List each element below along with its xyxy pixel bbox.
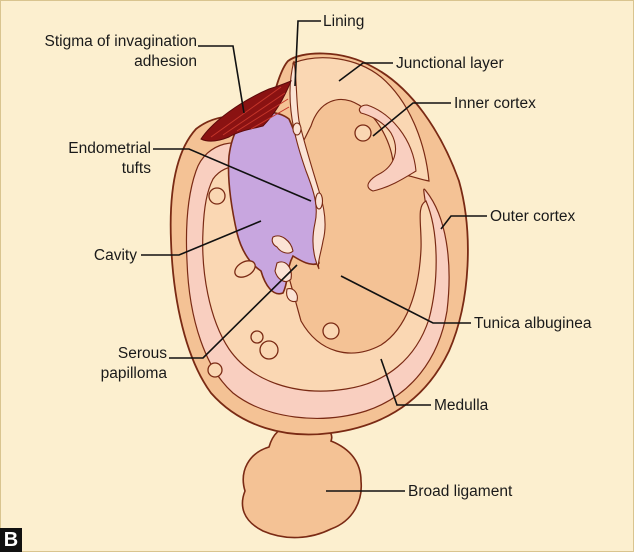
label-stigma-line2: adhesion xyxy=(134,53,197,70)
label-cavity: Cavity xyxy=(94,247,137,264)
broad-ligament-shape xyxy=(242,424,361,538)
label-serous-line2: papilloma xyxy=(101,365,168,382)
label-inner-cortex: Inner cortex xyxy=(454,95,536,112)
label-endometrial-line1: Endometrial xyxy=(68,140,151,157)
label-junctional-layer: Junctional layer xyxy=(396,55,504,72)
label-broad-ligament: Broad ligament xyxy=(408,483,513,500)
label-tunica-albuginea: Tunica albuginea xyxy=(474,315,592,332)
panel-letter-badge: B xyxy=(0,528,22,552)
label-lining: Lining xyxy=(323,13,364,30)
label-serous-line1: Serous xyxy=(118,345,167,362)
label-medulla: Medulla xyxy=(434,397,489,414)
label-outer-cortex: Outer cortex xyxy=(490,208,576,225)
label-stigma-line1: Stigma of invagination xyxy=(44,33,197,50)
label-endometrial-line2: tufts xyxy=(122,160,152,177)
